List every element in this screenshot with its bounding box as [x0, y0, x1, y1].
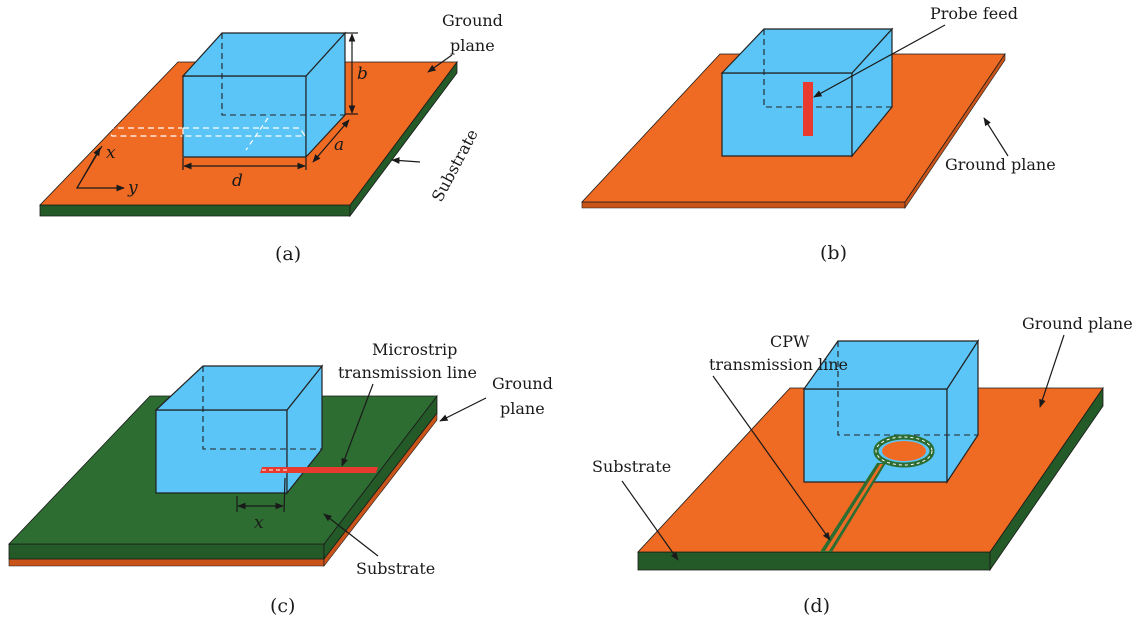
ground-leader-d [1039, 334, 1065, 408]
substrate-label-c: Substrate [356, 559, 435, 578]
ground-label-a-1: Ground [442, 11, 503, 30]
probe-label: Probe feed [930, 4, 1018, 23]
panel-d: Ground plane CPW transmission line Subst… [592, 314, 1133, 617]
substrate-leader-a [391, 157, 421, 164]
probe-feed [803, 82, 813, 136]
axis-y-label: y [127, 178, 138, 198]
microstrip-label-1: Microstrip [372, 340, 457, 359]
probe-leader [813, 24, 946, 98]
block-top-d [802, 340, 980, 390]
ground-label-d: Ground plane [1022, 314, 1133, 333]
cpw-strip-inner [825, 464, 883, 551]
axis-x-arrow [76, 147, 101, 189]
caption-b: (b) [820, 242, 847, 264]
block-front-a [182, 75, 307, 158]
substrate-front-d [637, 551, 991, 571]
caption-d: (d) [803, 595, 830, 617]
ground-label-b: Ground plane [945, 155, 1056, 174]
ground-label-c-1: Ground [492, 374, 553, 393]
substrate-label-a: Substrate [428, 126, 482, 205]
ground-label-a-2: plane [450, 36, 495, 55]
caption-c: (c) [270, 595, 295, 617]
dim-a-arrow [312, 119, 350, 163]
microstrip-line [260, 467, 378, 473]
slot-cross-block-a [245, 117, 269, 151]
ground-leader-c [439, 397, 487, 422]
substrate-front-c [8, 543, 325, 560]
dim-x-tick-r [283, 477, 286, 513]
substrate-leader-d [621, 480, 679, 561]
microstrip-leader [341, 383, 374, 467]
dim-d-label: d [232, 171, 243, 191]
cpw-leader [712, 375, 831, 541]
panel-a: b a d x y Ground plane Substrate (a) [39, 11, 503, 265]
slot-on-block-a [182, 127, 307, 137]
cpw-ring-inner [882, 441, 926, 461]
caption-a: (a) [275, 243, 301, 265]
panel-c: x Microstrip transmission line Ground pl… [8, 340, 553, 617]
block-hidden-b [763, 29, 892, 108]
block-hidden-c [202, 366, 322, 450]
block-top-c [154, 365, 324, 411]
substrate-leader-c [323, 513, 379, 557]
dim-x-label-c: x [254, 513, 264, 533]
axis-x-label: x [106, 143, 116, 163]
block-front-b [721, 72, 853, 157]
substrate-label-d: Substrate [592, 457, 671, 476]
cpw-label-1: CPW [770, 332, 810, 351]
substrate-front-a [39, 204, 351, 217]
cpw-label-2: transmission line [709, 355, 848, 374]
block-hidden-d [837, 341, 978, 436]
ground-leader-b [983, 117, 1009, 157]
ground-label-c-2: plane [500, 399, 545, 418]
dim-a-label: a [334, 135, 344, 155]
ground-side-b [581, 201, 906, 209]
block-front-c [155, 409, 288, 494]
ground-side-c [8, 558, 325, 567]
dim-b-label: b [357, 64, 368, 84]
panel-b: Probe feed Ground plane (b) [581, 4, 1056, 264]
microstrip-label-2: transmission line [338, 363, 477, 382]
block-hidden-a [221, 33, 345, 116]
ground-leader-a [427, 54, 453, 73]
cpw-ring-dash [875, 436, 933, 466]
